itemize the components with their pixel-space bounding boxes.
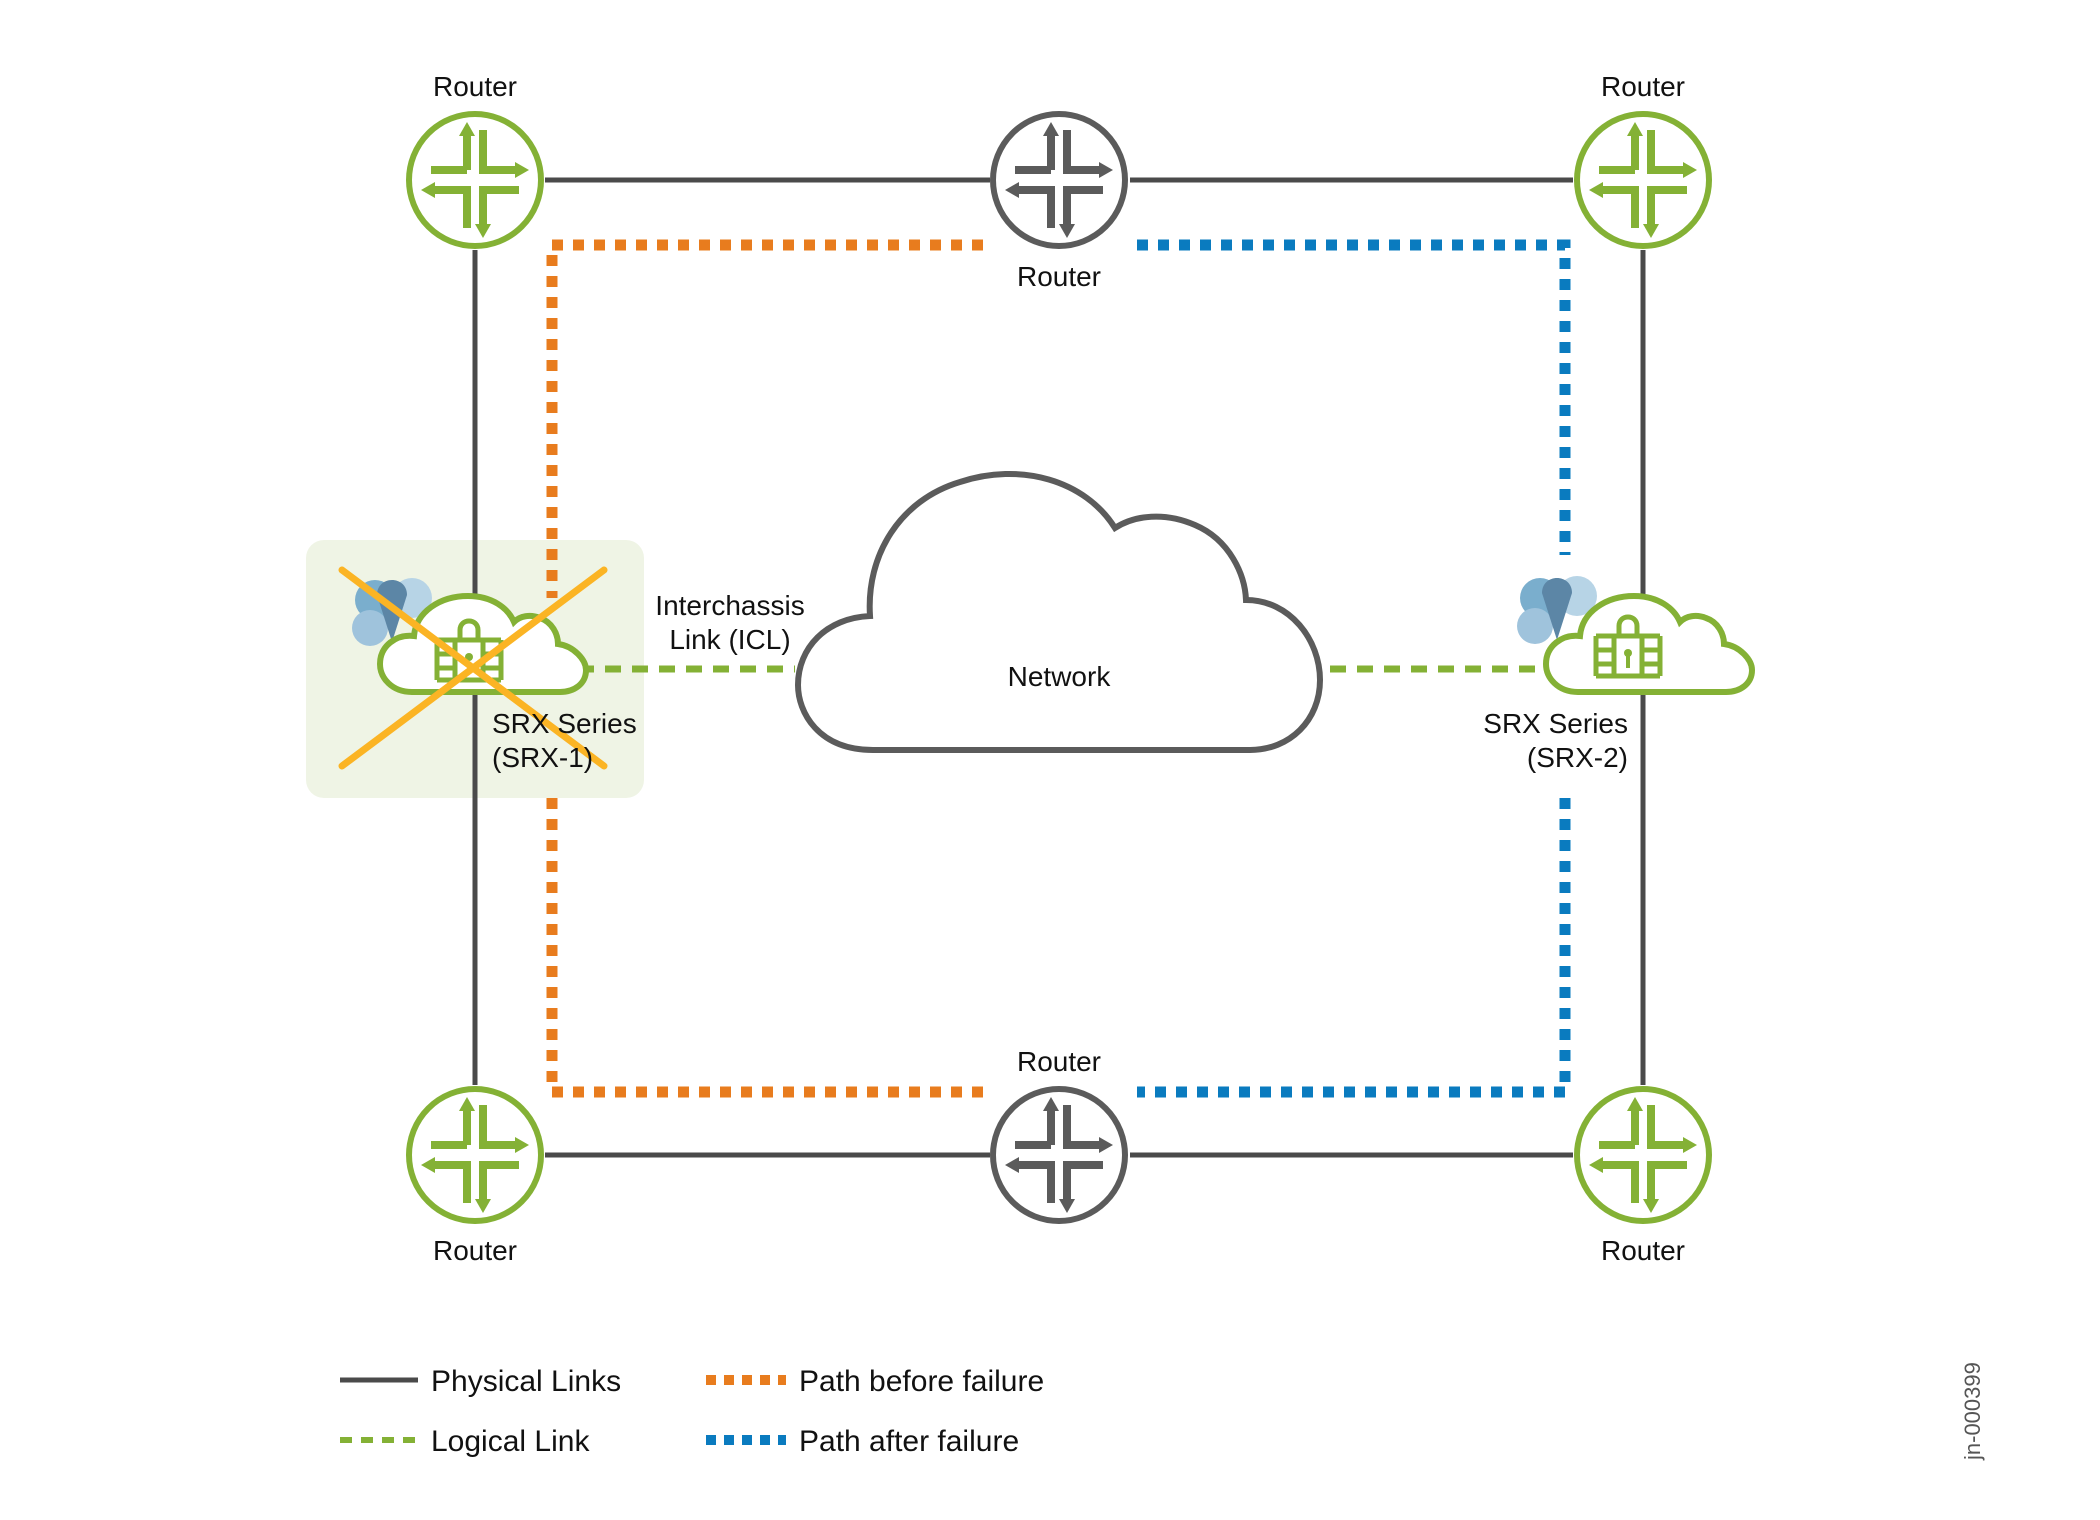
srx2-lock-icon [1593, 614, 1663, 679]
icl-label-line2: Link (ICL) [669, 624, 790, 655]
legend-after-label: Path after failure [799, 1425, 1019, 1458]
legend-logical-label: Logical Link [431, 1425, 590, 1458]
legend-item-logical-link: Logical Link [340, 1425, 590, 1458]
network-cloud [794, 470, 1324, 753]
path-before-failure [546, 239, 983, 1098]
router-bottom-left-label: Router [433, 1235, 517, 1266]
legend-item-path-before: Path before failure [706, 1365, 1044, 1398]
legend-item-path-after: Path after failure [706, 1425, 1019, 1458]
router-top-left[interactable] [406, 111, 544, 249]
legend: Physical Links Logical Link Path before … [340, 1365, 1044, 1458]
router-bottom-right[interactable] [1574, 1086, 1712, 1224]
router-top-right-label: Router [1601, 71, 1685, 102]
legend-before-label: Path before failure [799, 1365, 1044, 1398]
router-bottom-left[interactable] [406, 1086, 544, 1224]
legend-physical-label: Physical Links [431, 1365, 621, 1398]
legend-item-physical-links: Physical Links [340, 1365, 621, 1398]
path-after-failure [1137, 239, 1571, 1098]
icl-label-line1: Interchassis [655, 590, 804, 621]
router-top-center-label: Router [1017, 261, 1101, 292]
router-top-left-label: Router [433, 71, 517, 102]
srx2-label-line2: (SRX-2) [1527, 742, 1628, 773]
router-top-right[interactable] [1574, 111, 1712, 249]
router-bottom-center[interactable] [990, 1086, 1128, 1224]
srx2-label-line1: SRX Series [1483, 708, 1628, 739]
srx1-label-line2: (SRX-1) [492, 742, 593, 773]
router-top-center[interactable] [990, 111, 1128, 249]
router-bottom-center-label: Router [1017, 1046, 1101, 1077]
router-bottom-right-label: Router [1601, 1235, 1685, 1266]
document-id: jn-000399 [1960, 1362, 1985, 1461]
failure-x-icon [338, 566, 608, 770]
srx1-label-line1: SRX Series [492, 708, 637, 739]
network-label: Network [1008, 661, 1112, 692]
srx1-node[interactable] [338, 566, 608, 770]
srx2-badge-icon [1517, 576, 1597, 644]
srx2-node[interactable] [1517, 576, 1756, 695]
